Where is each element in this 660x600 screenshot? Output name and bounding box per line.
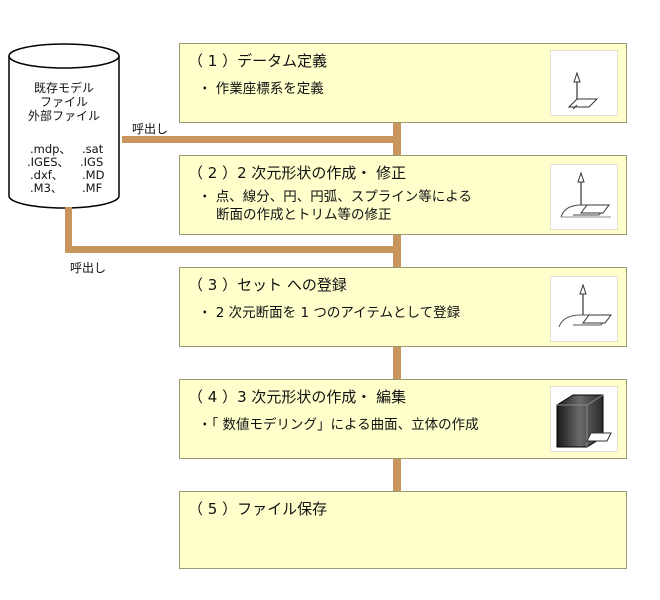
flow-connector-2-3	[393, 234, 401, 268]
call-label-1: 呼出し	[132, 122, 169, 136]
step-1-line-1: ・ 作業座標系を定義	[198, 81, 324, 97]
ext-sat: .sat	[82, 142, 104, 156]
step-1-title: （ 1 ）データム定義	[188, 52, 328, 70]
call-connector-2-vertical	[65, 207, 72, 253]
step-5-title: （ 5 ）ファイル保存	[188, 500, 328, 518]
source-title-line-2: ファイル	[39, 95, 88, 109]
2d-section-icon	[550, 164, 618, 230]
source-title-line-3: 外部ファイル	[27, 109, 100, 123]
step-1-datum-definition: （ 1 ）データム定義 ・ 作業座標系を定義	[179, 43, 627, 123]
flow-connector-4-5	[393, 458, 401, 492]
flow-connector-1-2	[393, 122, 401, 156]
flow-connector-3-4	[393, 346, 401, 380]
step-5-file-save: （ 5 ）ファイル保存	[179, 491, 627, 569]
datum-axis-icon	[550, 50, 618, 116]
call-connector-2-horizontal	[65, 246, 401, 253]
call-connector-1	[122, 136, 401, 143]
ext-igs: .IGS	[80, 155, 104, 169]
step-4-line-1: ・「 数値モデリング」による曲面、立体の作成	[198, 417, 479, 433]
ext-mf: .MF	[82, 181, 103, 195]
step-3-set-register: （ 3 ）セット への登録 ・ 2 次元断面を 1 つのアイテムとして登録	[179, 267, 627, 347]
ext-mdp: .mdp、	[30, 142, 71, 156]
step-2-2d-shape: （ 2 ）2 次元形状の作成・ 修正 ・ 点、線分、円、円弧、スプライン等による…	[179, 155, 627, 235]
step-4-title: （ 4 ）3 次元形状の作成・ 編集	[188, 388, 407, 406]
step-3-line-1: ・ 2 次元断面を 1 つのアイテムとして登録	[198, 305, 461, 321]
call-label-2: 呼出し	[70, 261, 107, 275]
ext-dxf: .dxf、	[30, 168, 64, 182]
3d-solid-icon	[550, 386, 618, 452]
step-2-line-1: ・ 点、線分、円、円弧、スプライン等による	[198, 189, 472, 205]
source-title-line-1: 既存モデル	[33, 81, 94, 95]
ext-iges: .IGES、	[27, 155, 70, 169]
step-2-line-2: 断面の作成とトリム等の修正	[216, 207, 392, 223]
step-3-title: （ 3 ）セット への登録	[188, 276, 347, 294]
source-database-cylinder	[8, 43, 120, 209]
item-register-icon	[550, 276, 618, 342]
ext-m3: .M3、	[30, 181, 63, 195]
ext-md: .MD	[82, 168, 105, 182]
step-4-3d-shape: （ 4 ）3 次元形状の作成・ 編集 ・「 数値モデリング」による曲面、立体の作…	[179, 379, 627, 459]
step-2-title: （ 2 ）2 次元形状の作成・ 修正	[188, 164, 407, 182]
